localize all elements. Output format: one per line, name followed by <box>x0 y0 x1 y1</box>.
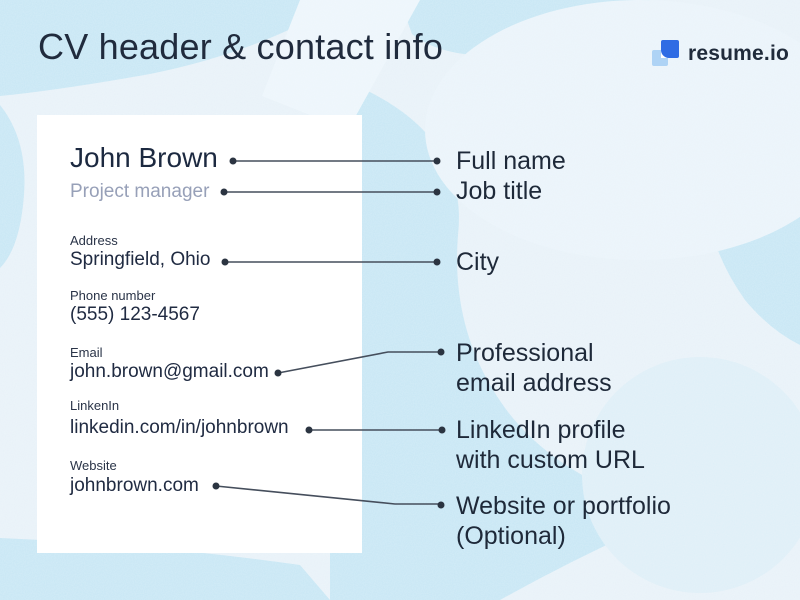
annotation-line: Professional <box>456 339 594 367</box>
field-label-address: Address <box>70 233 118 248</box>
annotation-website: Website or portfolio (Optional) <box>456 491 671 551</box>
logo: resume.io <box>652 40 789 67</box>
annotation-line: City <box>456 248 500 276</box>
annotation-email: Professional email address <box>456 338 612 398</box>
annotation-line: (Optional) <box>456 522 566 550</box>
annotation-city: City <box>456 247 499 277</box>
field-label-email: Email <box>70 345 103 360</box>
field-label-website: Website <box>70 458 117 473</box>
cv-card <box>37 115 362 553</box>
field-value-email: john.brown@gmail.com <box>70 361 269 382</box>
annotation-linkedin: LinkedIn profile with custom URL <box>456 415 645 475</box>
page-title: CV header & contact info <box>38 26 444 67</box>
annotation-line: LinkedIn profile <box>456 416 626 444</box>
annotation-line: Job title <box>456 177 543 205</box>
logo-text: resume.io <box>688 41 790 65</box>
field-value-website: johnbrown.com <box>70 475 199 496</box>
field-value-address: Springfield, Ohio <box>70 249 211 270</box>
annotation-line: with custom URL <box>456 446 645 474</box>
annotation-line: email address <box>456 369 612 397</box>
annotation-full-name: Full name <box>456 146 566 176</box>
field-value-linkedin: linkedin.com/in/johnbrown <box>70 417 289 438</box>
cv-job-title: Project manager <box>70 181 210 202</box>
cv-full-name: John Brown <box>70 142 218 173</box>
field-label-phone: Phone number <box>70 288 156 303</box>
annotation-line: Full name <box>456 147 566 175</box>
field-label-linkedin: LinkenIn <box>70 398 120 413</box>
annotation-line: Website or portfolio <box>456 492 671 520</box>
field-value-phone: (555) 123-4567 <box>70 304 200 325</box>
annotation-job-title: Job title <box>456 176 542 206</box>
resume-io-logo-icon <box>652 40 679 66</box>
